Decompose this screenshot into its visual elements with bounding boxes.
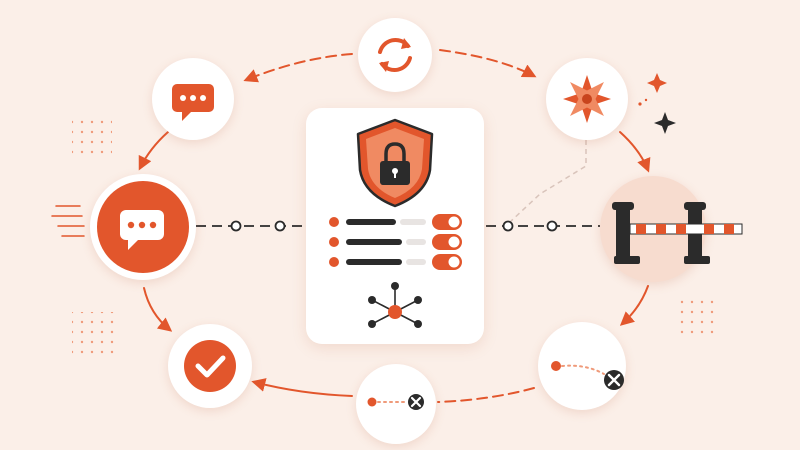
flow-arrow — [619, 131, 651, 173]
sparkle-decoration — [654, 112, 676, 134]
shield-lock-icon — [356, 118, 434, 208]
star-burst-icon — [563, 75, 611, 123]
chat-bubble-icon — [97, 181, 189, 273]
toggle-switch[interactable] — [432, 214, 462, 230]
security-panel-graphic — [329, 118, 462, 328]
chat-node — [90, 174, 196, 280]
dot-grid-decoration — [676, 300, 716, 336]
flow-arrow — [619, 285, 649, 326]
message-node — [152, 58, 234, 140]
refresh-icon — [378, 38, 412, 72]
toggle-switch[interactable] — [432, 254, 462, 270]
blocked-node-right — [538, 322, 626, 410]
flow-arrow — [437, 387, 535, 403]
dashed-connector — [509, 140, 587, 223]
settings-row — [329, 234, 462, 250]
blocked-path-icon — [367, 394, 424, 410]
flow-arrow — [143, 287, 173, 332]
success-node — [168, 324, 252, 408]
flow-arrow — [251, 378, 353, 397]
barrier-node — [600, 176, 743, 282]
network-hub-icon — [368, 282, 422, 328]
right-connector — [486, 220, 600, 232]
settings-row — [329, 254, 462, 270]
toggle-switch[interactable] — [432, 234, 462, 250]
flow-arrow — [439, 49, 537, 78]
sparkle-decoration — [638, 102, 642, 106]
flow-arrow — [243, 53, 353, 83]
dot-grid-decoration — [72, 312, 116, 356]
refresh-node — [358, 18, 432, 92]
speed-lines-decoration — [51, 205, 85, 237]
blocked-path-icon — [551, 361, 624, 390]
speech-bubble-icon — [172, 84, 214, 121]
blocked-node-bottom — [356, 364, 436, 444]
settings-row — [329, 214, 462, 230]
left-connector — [196, 220, 304, 232]
flow-arrow — [138, 131, 169, 171]
barrier-gate-icon — [612, 202, 743, 264]
security-panel — [306, 108, 484, 344]
dot-grid-decoration — [72, 118, 112, 158]
star-node — [546, 58, 628, 140]
sparkle-decoration — [644, 98, 648, 102]
sparkle-decoration — [647, 73, 667, 93]
checkmark-icon — [184, 340, 236, 392]
